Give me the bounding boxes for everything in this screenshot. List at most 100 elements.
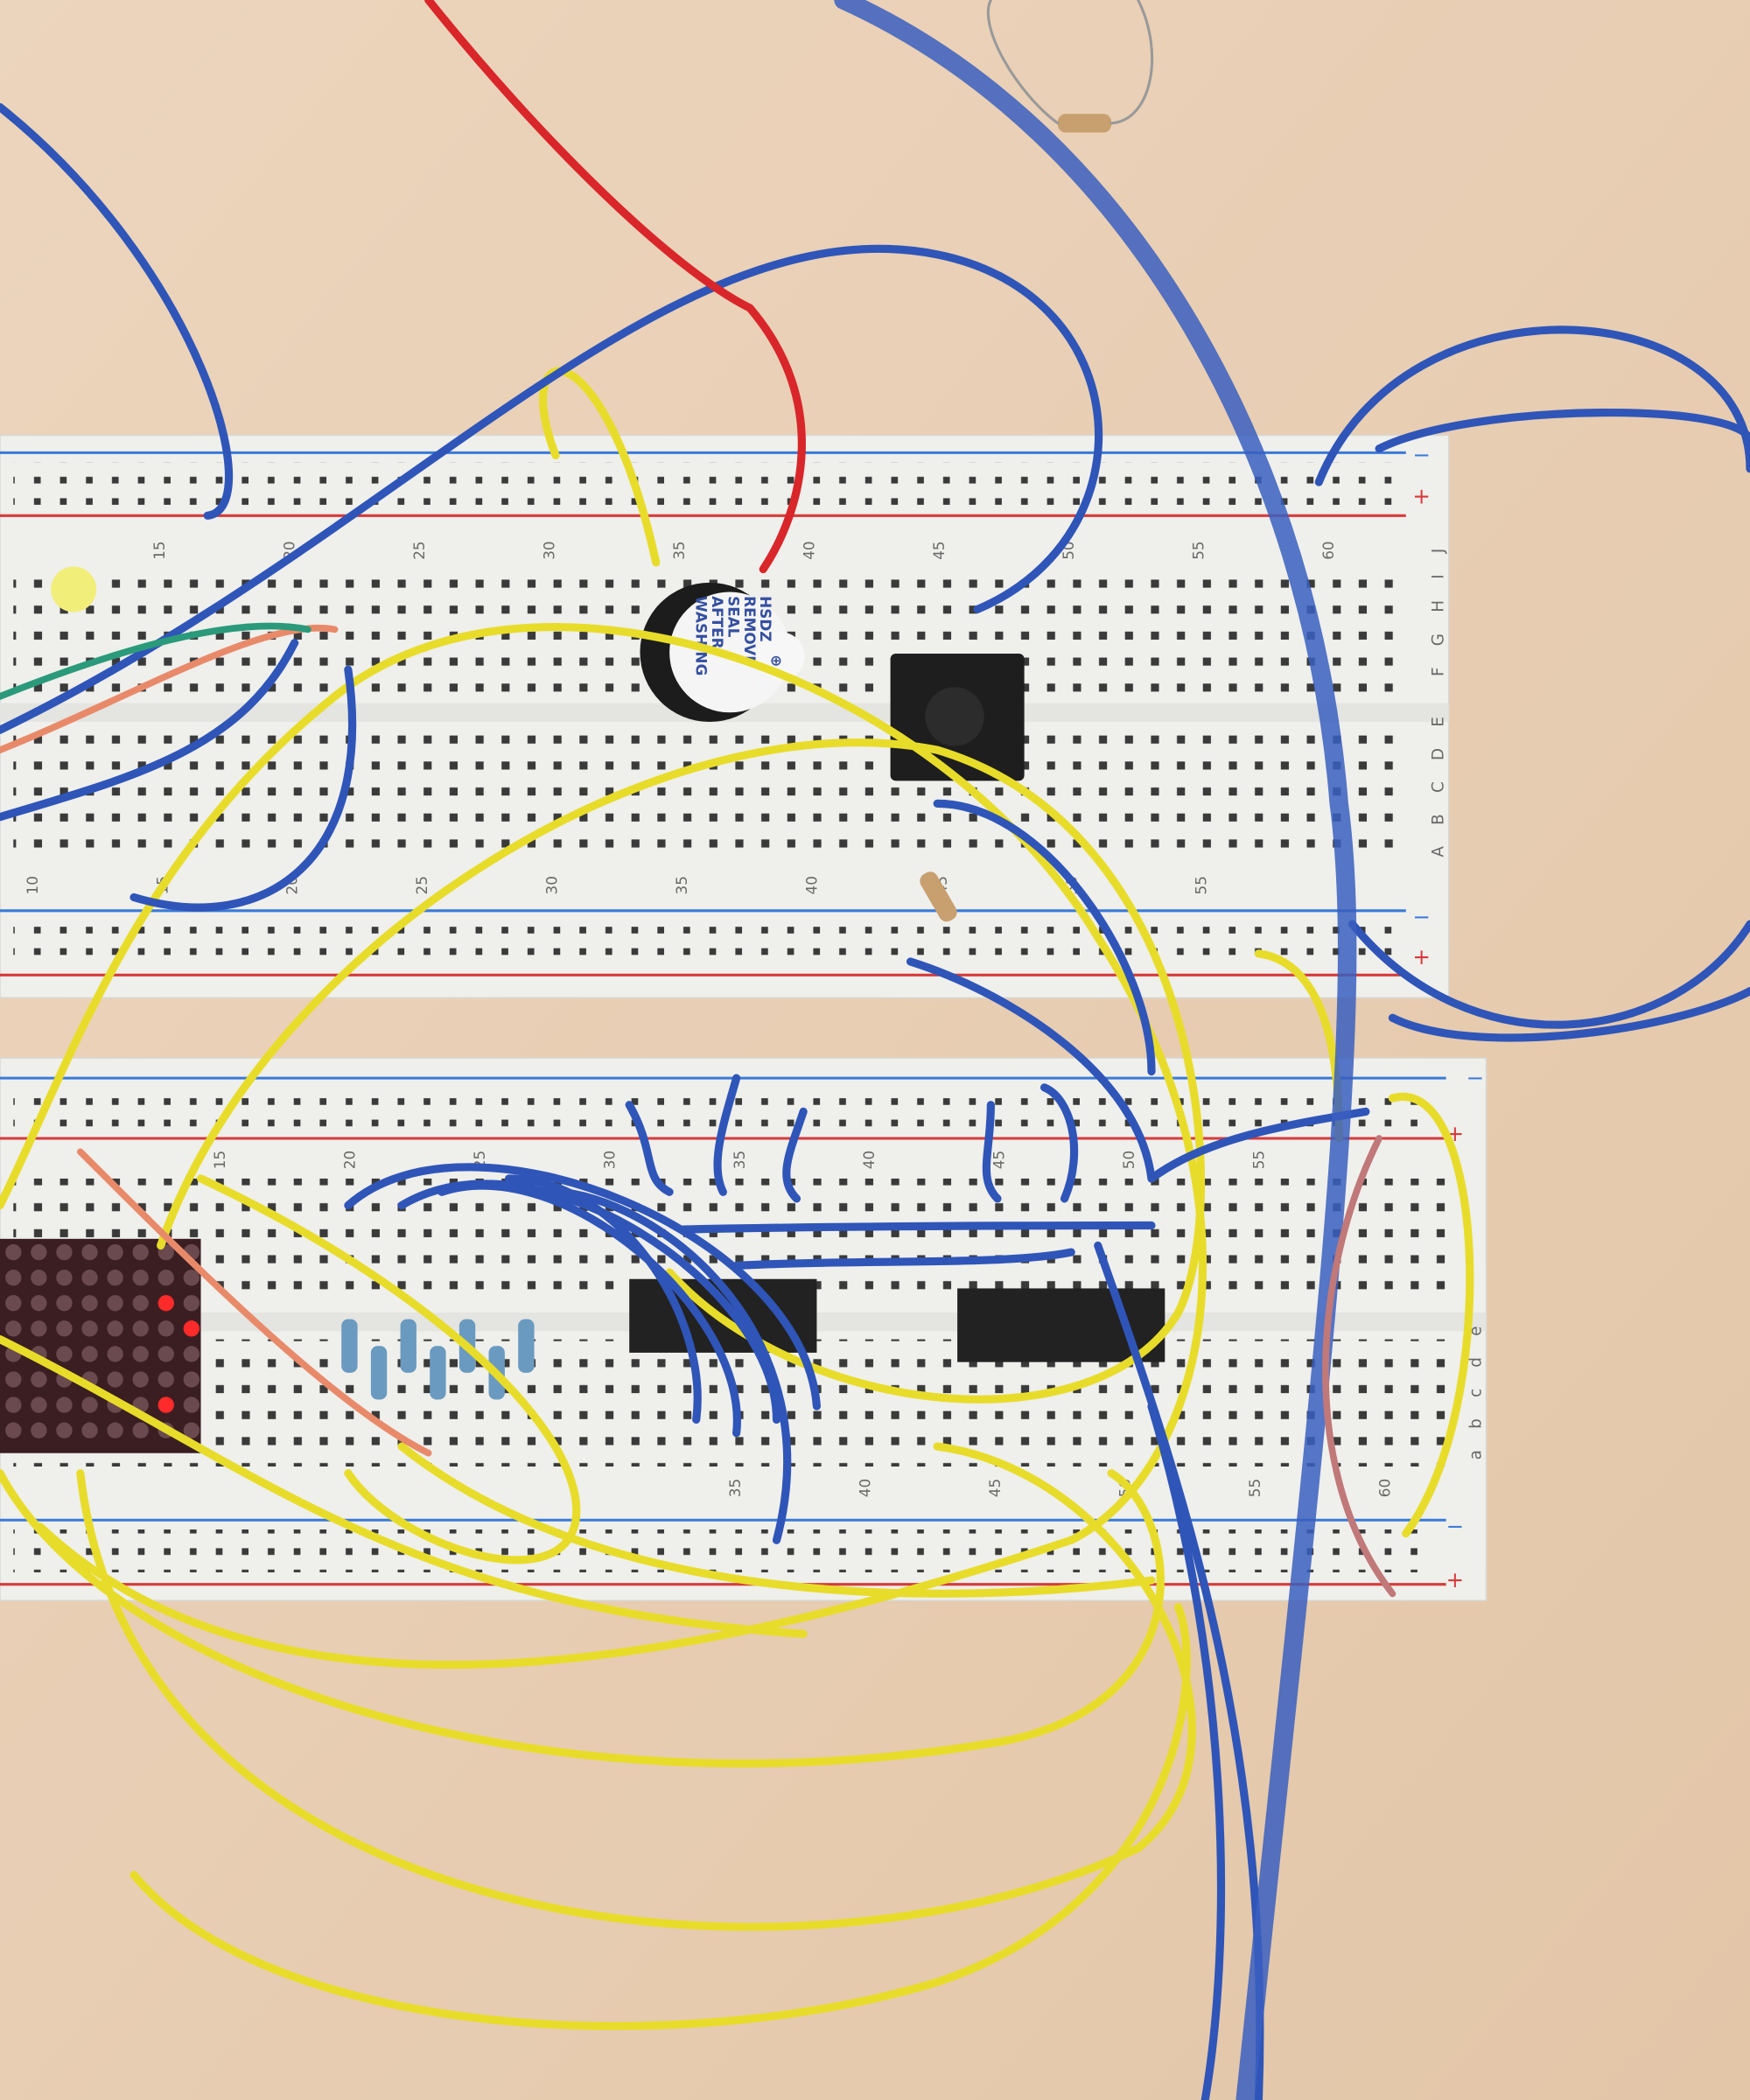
- column-number: 40: [857, 1479, 874, 1497]
- column-number: 30: [541, 541, 558, 559]
- matrix-led: [158, 1396, 174, 1413]
- row-letters: a b c d e: [1466, 1318, 1485, 1460]
- matrix-led: [107, 1243, 123, 1261]
- matrix-led: [5, 1320, 22, 1337]
- matrix-led: [158, 1346, 174, 1362]
- matrix-led: [107, 1346, 123, 1362]
- column-number: 25: [413, 876, 430, 894]
- matrix-led: [31, 1422, 47, 1438]
- red-wire: [424, 0, 806, 574]
- buzzer-text: REMOVE: [741, 596, 759, 666]
- plus-label: +: [1412, 484, 1431, 509]
- matrix-led: [183, 1422, 200, 1438]
- column-number: 55: [1246, 1479, 1264, 1497]
- matrix-led: [183, 1396, 200, 1413]
- matrix-led: [158, 1371, 174, 1388]
- column-number: 50: [1120, 1151, 1138, 1169]
- matrix-led: [183, 1270, 200, 1286]
- matrix-led: [31, 1243, 47, 1261]
- column-number: 45: [930, 541, 948, 559]
- matrix-led: [132, 1371, 149, 1388]
- buzzer-text: HSDZ: [757, 596, 774, 641]
- matrix-led: [81, 1320, 98, 1337]
- resistor-body: [341, 1319, 358, 1373]
- matrix-led: [81, 1295, 98, 1312]
- matrix-led: [81, 1346, 98, 1362]
- resistor-body: [400, 1319, 416, 1373]
- column-number: 40: [860, 1151, 878, 1169]
- minus-label: −: [1466, 1065, 1485, 1090]
- resistor: [920, 0, 1154, 922]
- matrix-led: [107, 1270, 123, 1286]
- matrix-led: [56, 1422, 73, 1438]
- matrix-led: [158, 1295, 174, 1312]
- column-number: 55: [1193, 876, 1210, 894]
- resistor-body: [370, 1346, 388, 1400]
- column-number: 35: [673, 876, 690, 894]
- column-number: 40: [802, 876, 820, 894]
- matrix-led: [31, 1396, 47, 1413]
- led-matrix: [0, 1238, 201, 1453]
- column-number: 45: [986, 1479, 1004, 1497]
- matrix-led: [132, 1422, 149, 1438]
- column-number: 40: [800, 541, 817, 559]
- matrix-led: [183, 1320, 200, 1337]
- column-number: 55: [1250, 1151, 1268, 1169]
- matrix-led: [56, 1396, 73, 1413]
- column-number: 30: [600, 1151, 618, 1169]
- matrix-led: [31, 1270, 47, 1286]
- matrix-led: [81, 1396, 98, 1413]
- matrix-led: [132, 1270, 149, 1286]
- led: [51, 566, 97, 612]
- matrix-led: [132, 1295, 149, 1312]
- resistor-body: [430, 1346, 446, 1400]
- matrix-led: [31, 1320, 47, 1337]
- matrix-led: [56, 1243, 73, 1261]
- buzzer-symbol: ⊕: [770, 652, 782, 669]
- matrix-led: [5, 1396, 22, 1413]
- column-number: 15: [150, 541, 168, 559]
- matrix-led: [31, 1371, 47, 1388]
- column-number: 60: [1376, 1479, 1393, 1497]
- matrix-led: [107, 1295, 123, 1312]
- column-number: 15: [211, 1151, 228, 1169]
- matrix-led: [81, 1243, 98, 1261]
- matrix-led: [107, 1320, 123, 1337]
- column-number: 35: [726, 1479, 744, 1497]
- matrix-led: [81, 1270, 98, 1286]
- column-number: 60: [1320, 541, 1337, 559]
- column-number: 10: [24, 876, 41, 894]
- minus-label: −: [1412, 442, 1431, 467]
- matrix-led: [56, 1346, 73, 1362]
- matrix-led: [56, 1320, 73, 1337]
- matrix-led: [56, 1270, 73, 1286]
- push-button: [890, 653, 1025, 781]
- matrix-led: [5, 1270, 22, 1286]
- matrix-led: [132, 1346, 149, 1362]
- matrix-led: [132, 1243, 149, 1261]
- matrix-led: [5, 1295, 22, 1312]
- resistor-body: [518, 1319, 535, 1373]
- row-letters: A B C D E: [1430, 709, 1448, 858]
- matrix-led: [5, 1422, 22, 1438]
- matrix-led: [5, 1371, 22, 1388]
- minus-label: −: [1412, 904, 1431, 929]
- column-number: 35: [670, 541, 688, 559]
- column-number: 30: [543, 876, 561, 894]
- column-number: 55: [1190, 541, 1208, 559]
- matrix-led: [5, 1243, 22, 1261]
- matrix-led: [56, 1295, 73, 1312]
- matrix-led: [107, 1422, 123, 1438]
- row-letters: F G H I J: [1430, 541, 1448, 676]
- column-number: 45: [990, 1151, 1008, 1169]
- column-number: 20: [341, 1151, 359, 1169]
- pink-wires: [0, 622, 1396, 1598]
- matrix-led: [183, 1346, 200, 1362]
- buzzer-text: WASHING: [693, 596, 710, 676]
- column-number: 35: [731, 1151, 748, 1169]
- buzzer-text: SEAL: [724, 596, 742, 638]
- matrix-led: [31, 1295, 47, 1312]
- minus-label: −: [1446, 1514, 1465, 1539]
